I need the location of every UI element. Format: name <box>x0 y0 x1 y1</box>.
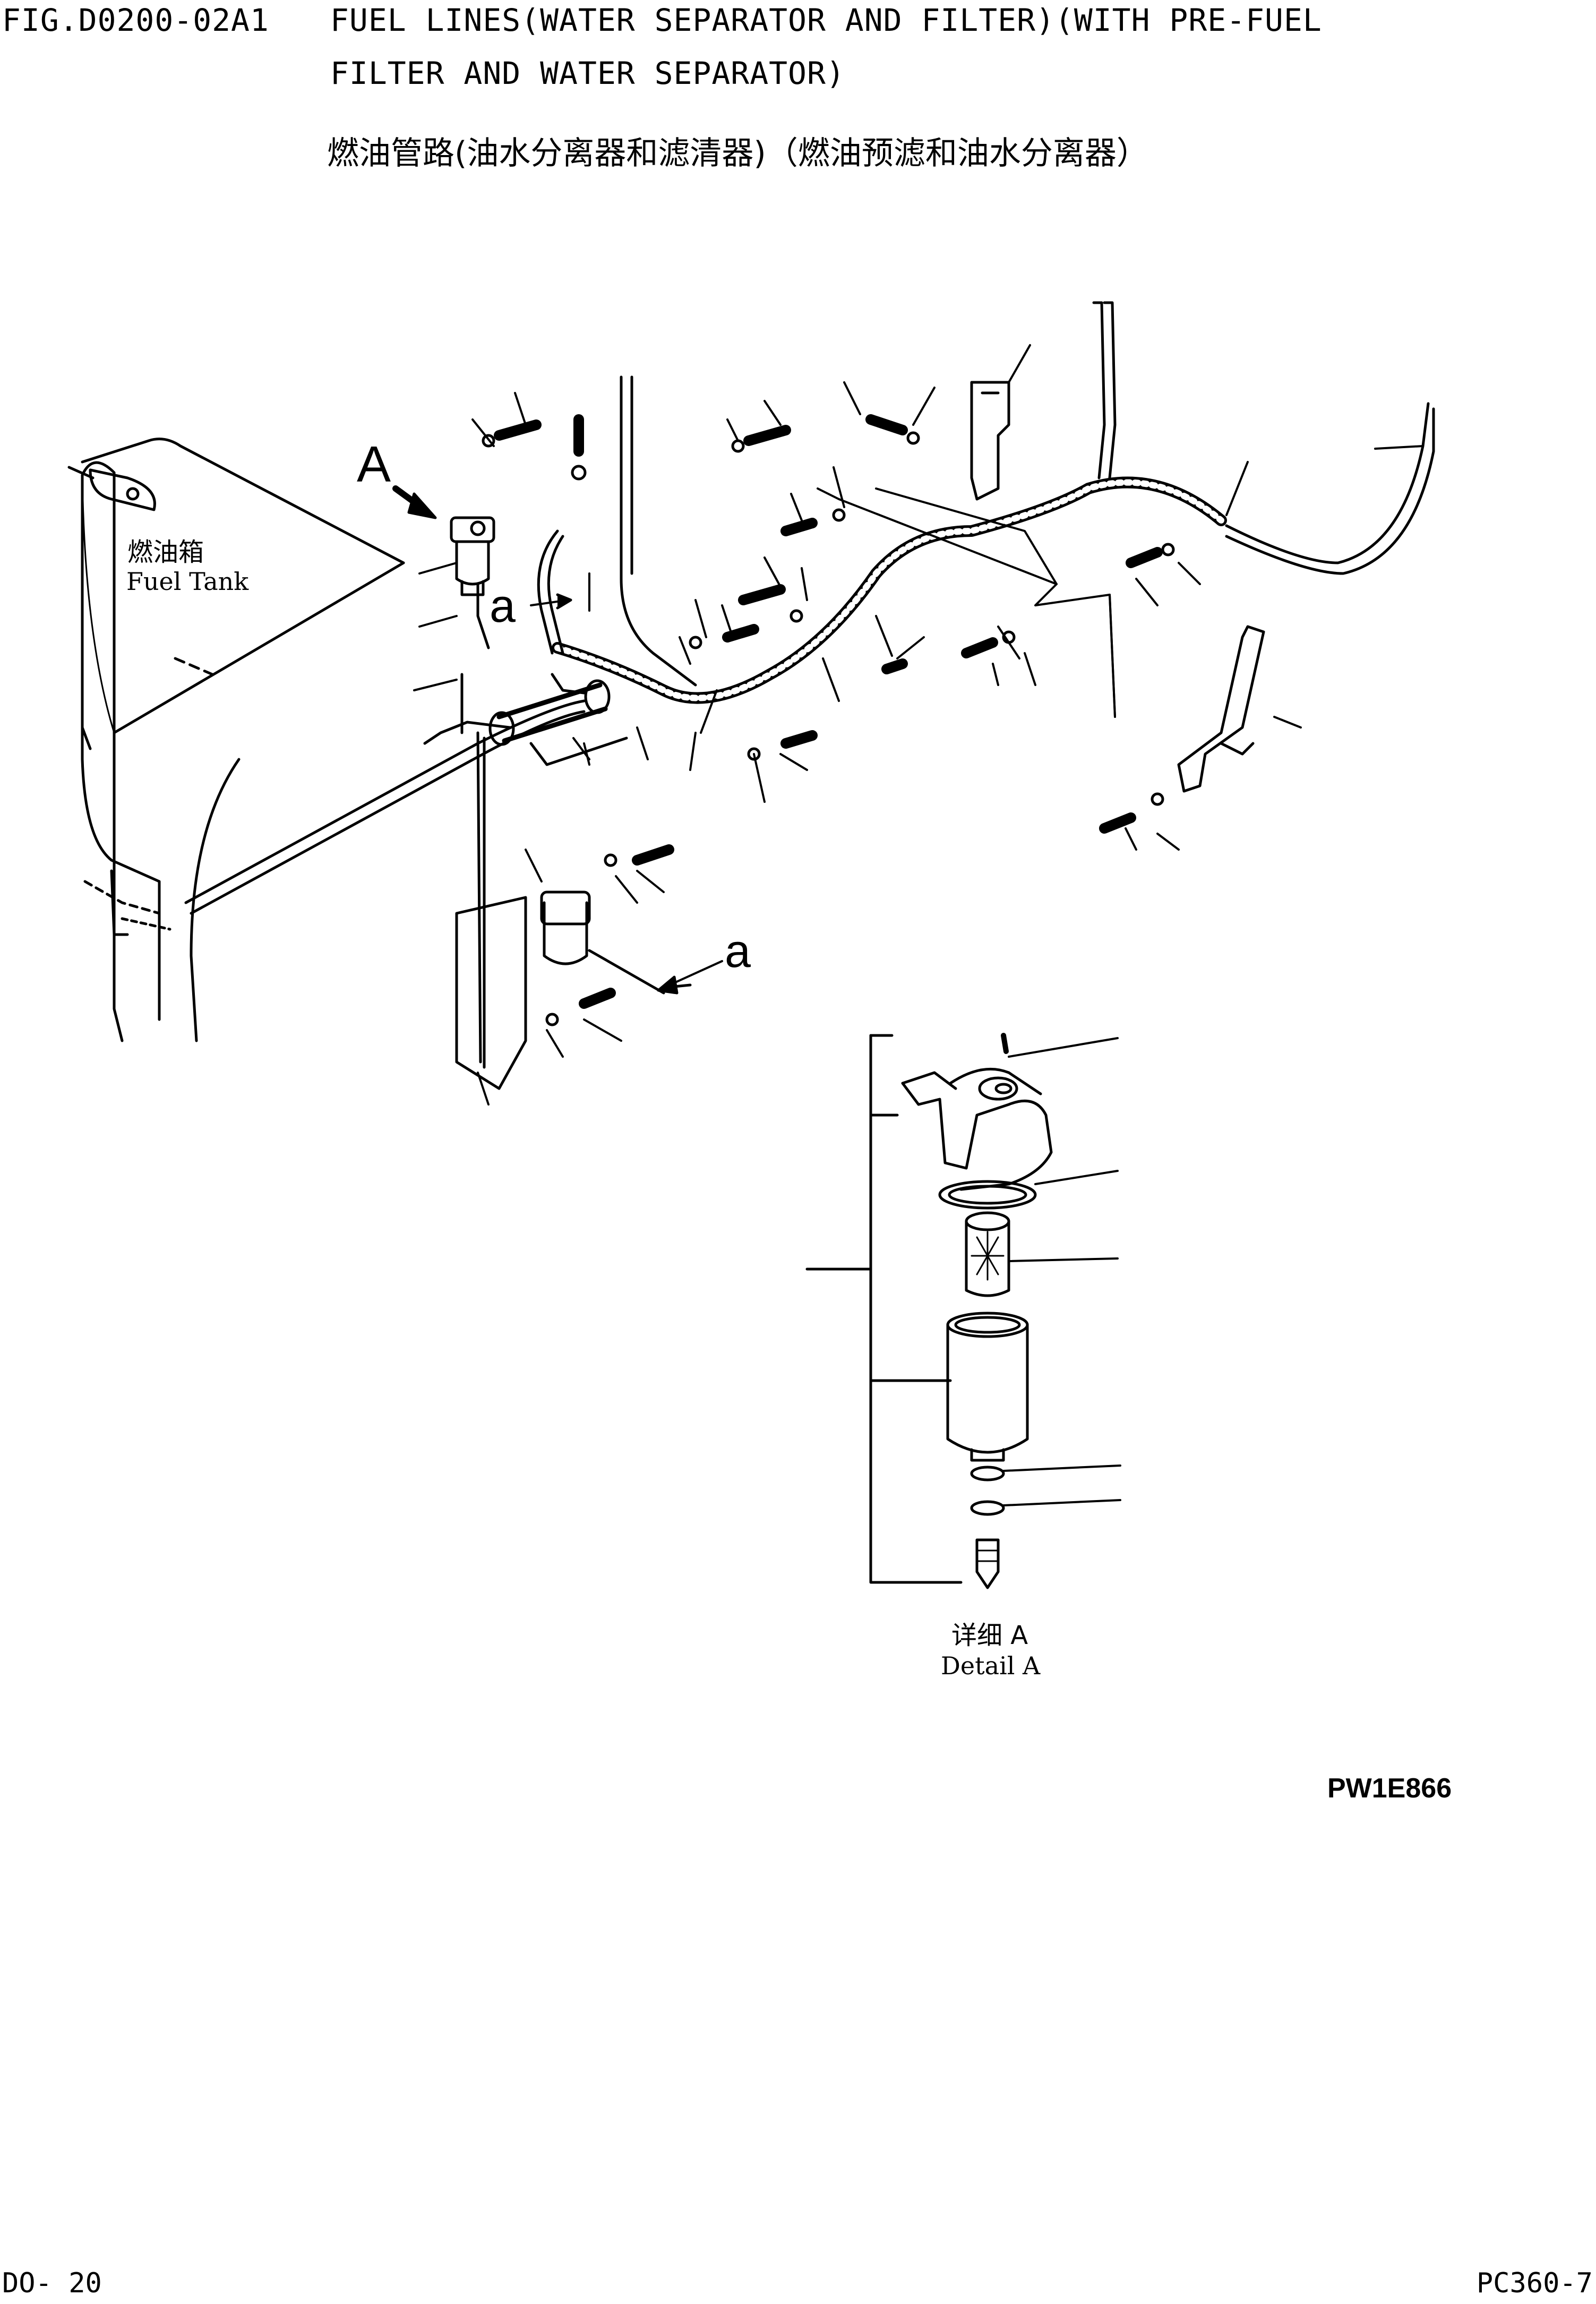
bracket-outlines <box>817 487 1116 718</box>
detail-a-label-en: Detail A <box>941 1651 1041 1680</box>
model-number: PC360-7 <box>1476 2267 1593 2299</box>
spiral-wrapped-hose <box>552 476 1227 704</box>
page-number: DO- 20 <box>2 2267 102 2299</box>
section-arrows <box>530 593 723 995</box>
figure-number: FIG.D0200-02A1 <box>2 2 269 38</box>
view-marker-a: A <box>357 436 391 493</box>
view-arrow-a <box>392 485 437 519</box>
fuel-tank-label-en: Fuel Tank <box>126 567 249 596</box>
detail-a-exploded-filter <box>805 1033 1121 1589</box>
figure-title-line1: FUEL LINES(WATER SEPARATOR AND FILTER)(W… <box>330 2 1322 38</box>
drawing-code: PW1E866 <box>1327 1773 1452 1804</box>
fuel-hoses <box>184 583 586 1069</box>
vertical-pipes <box>537 301 1435 687</box>
fuel-filter-lower <box>455 890 692 1090</box>
pre-filter-assembly <box>488 673 628 766</box>
leader-lines <box>413 344 1424 1106</box>
section-marker-a-lower: a <box>725 924 751 977</box>
fuel-tank <box>67 438 405 1042</box>
figure-title-line2: FILTER AND WATER SEPARATOR) <box>330 55 845 91</box>
fuel-tank-label-cn: 燃油箱 <box>127 537 204 567</box>
detail-a-label-cn: 详细 A <box>951 1621 1028 1650</box>
section-marker-a-upper: a <box>490 579 516 632</box>
water-separator-top <box>450 516 495 596</box>
bolts-and-washers <box>482 414 1175 1026</box>
upper-bracket <box>970 381 1010 501</box>
figure-title-chinese: 燃油管路(油水分离器和滤清器)（燃油预滤和油水分离器） <box>327 135 1148 172</box>
right-bracket <box>1177 625 1265 793</box>
